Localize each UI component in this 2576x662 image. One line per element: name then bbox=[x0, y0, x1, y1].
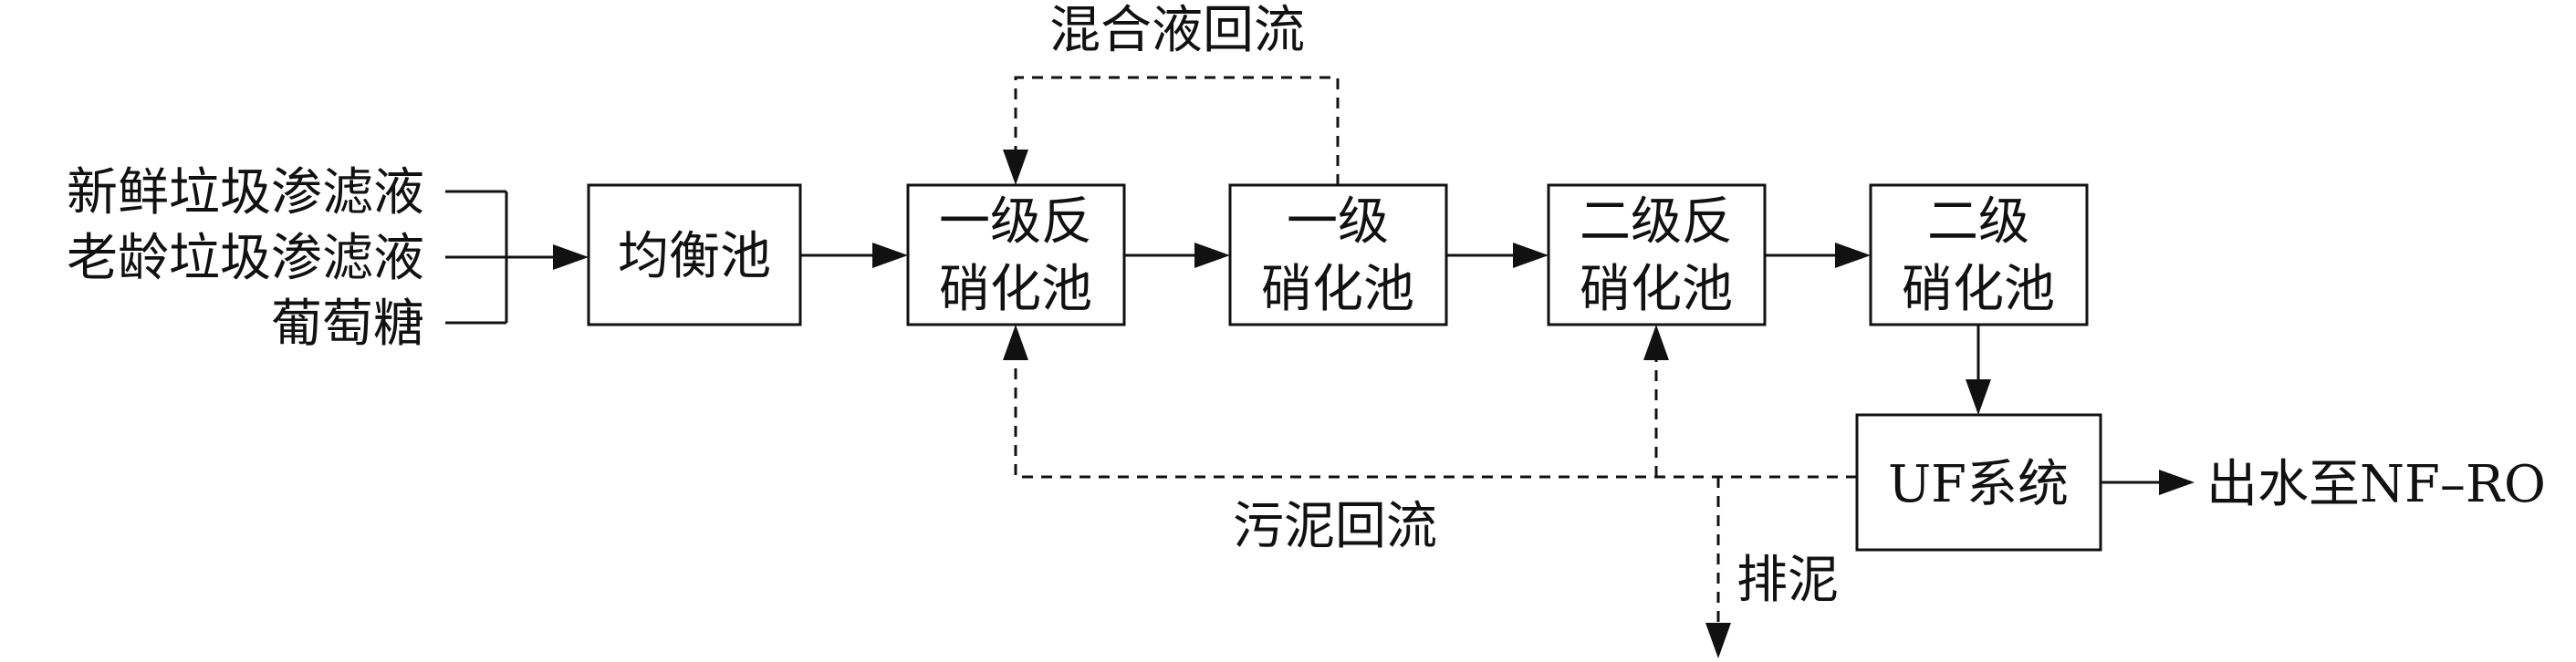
primary-nitrification-label-1: 一级 bbox=[1287, 192, 1389, 252]
input-merge-bracket bbox=[445, 190, 508, 325]
primary-nitrification-label-2: 硝化池 bbox=[1261, 260, 1414, 319]
primary-denitrification-box bbox=[906, 183, 1126, 326]
uf-system-label: UF系统 bbox=[1888, 455, 2069, 514]
main-flow-arrows bbox=[506, 243, 2195, 495]
secondary-denitrification-label-1: 二级反 bbox=[1580, 192, 1733, 252]
sludge-return-line bbox=[1003, 325, 1857, 479]
primary-denitrification-label-2: 硝化池 bbox=[939, 260, 1092, 319]
mixed-liquor-return-label: 混合液回流 bbox=[1049, 1, 1305, 60]
input-glucose: 葡萄糖 bbox=[271, 295, 424, 354]
input-aged-leachate: 老龄垃圾渗滤液 bbox=[67, 229, 424, 288]
secondary-nitrification-label-1: 二级 bbox=[1927, 192, 2029, 252]
secondary-nitrification-label-2: 硝化池 bbox=[1902, 260, 2055, 319]
sludge-discharge-label: 排泥 bbox=[1736, 551, 1839, 610]
primary-denitrification-label-1: 一级反 bbox=[939, 192, 1092, 252]
sludge-discharge-line bbox=[1705, 477, 1731, 658]
sludge-return-label: 污泥回流 bbox=[1233, 497, 1437, 556]
uf-system-box bbox=[1855, 413, 2102, 552]
secondary-denitrification-box bbox=[1547, 183, 1767, 326]
equalization-tank-box bbox=[587, 183, 802, 326]
effluent-label: 出水至NF–RO bbox=[2206, 455, 2546, 514]
secondary-nitrification-box bbox=[1869, 183, 2089, 326]
input-fresh-leachate: 新鲜垃圾渗滤液 bbox=[67, 163, 424, 222]
mixed-liquor-return-line bbox=[1003, 76, 1340, 185]
secondary-denitrification-label-2: 硝化池 bbox=[1580, 260, 1733, 319]
equalization-tank-label: 均衡池 bbox=[618, 227, 771, 286]
